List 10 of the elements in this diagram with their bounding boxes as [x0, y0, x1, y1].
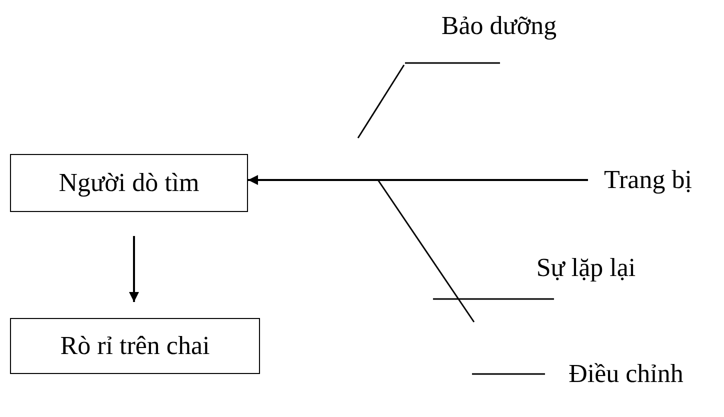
branch-label: Điều chỉnh [544, 356, 708, 392]
box-label: Rò rỉ trên chai [60, 331, 210, 361]
box-label: Người dò tìm [58, 168, 200, 198]
process-box [10, 154, 248, 212]
branch-label: Trang bị [588, 162, 708, 198]
branch-label: Bảo dưỡng [416, 8, 582, 44]
arrow [248, 175, 588, 185]
process-box [10, 318, 260, 374]
branch-label: Sự lặp lại [512, 250, 660, 286]
arrow [129, 236, 139, 302]
